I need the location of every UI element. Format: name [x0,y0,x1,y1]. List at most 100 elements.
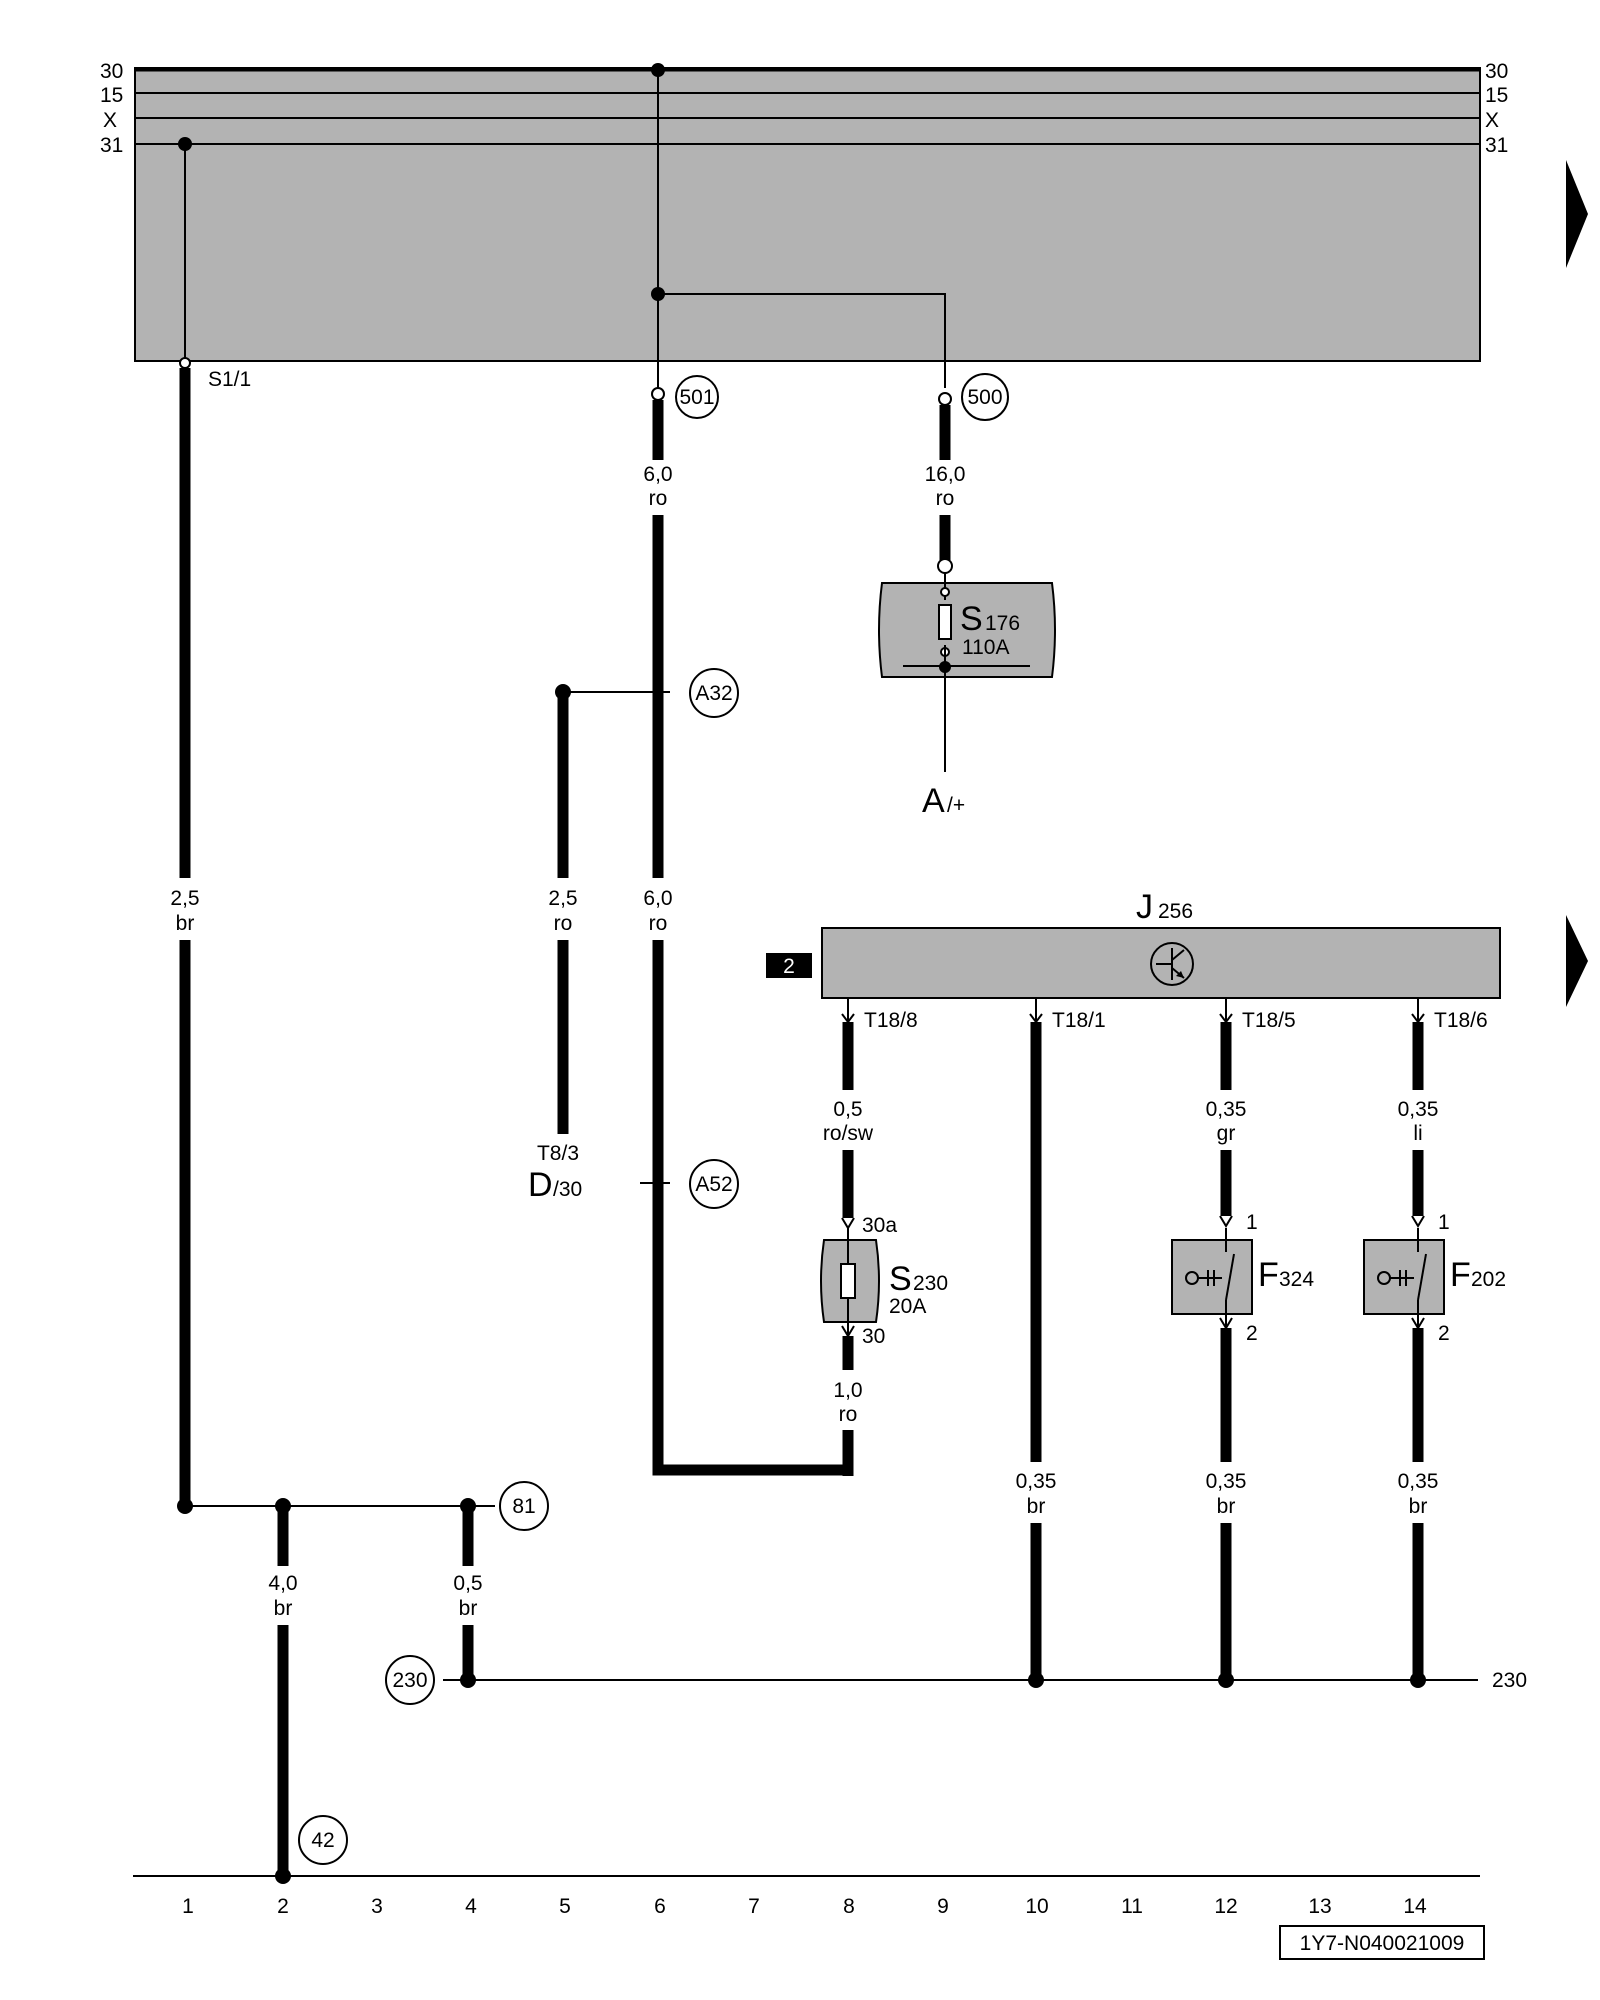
switch-f324-sub: 324 [1279,1268,1314,1291]
terminal-a-sub: /+ [947,794,965,817]
control-unit-badge-label: 2 [783,955,795,978]
wire-12b-size: 0,35 [1206,1470,1247,1493]
pin-label-t18-1: T18/1 [1052,1009,1106,1032]
wire-1-size: 2,5 [170,887,199,910]
track-number: 1 [182,1895,194,1918]
fuse-s176-rating: 110A [962,636,1010,659]
switch-f202-symbol-icon [1377,1228,1427,1326]
track-number: 13 [1308,1895,1331,1918]
ground-point-42-label: 42 [311,1829,334,1852]
track-number: 14 [1403,1895,1427,1918]
j256-pin-stubs [841,998,1425,1024]
rail-label-x-left: X [103,109,117,132]
connector-label-s1-1: S1/1 [208,368,251,391]
switch-f324-symbol-icon [1185,1228,1235,1326]
connector-t8-3: T8/3 [537,1142,579,1165]
track-number: 5 [559,1895,571,1918]
wire-14a-size: 0,35 [1398,1098,1439,1121]
control-unit-j256-letter: J [1136,888,1153,926]
wire-6b-color: ro [649,912,668,935]
fuse-s230-sub: 230 [913,1272,948,1295]
track-numbers: 1 2 3 4 5 6 7 8 9 10 11 12 13 14 [182,1895,1427,1918]
component-d30-letter: D [528,1166,553,1204]
track-number: 9 [937,1895,949,1918]
wire-8a-size: 0,5 [833,1098,862,1121]
switch-f324-pin2: 2 [1246,1322,1258,1345]
diagram-id: 1Y7-N040021009 [1300,1932,1465,1955]
wire-14b-size: 0,35 [1398,1470,1439,1493]
wire-12a-color: gr [1217,1122,1236,1145]
pin-label-t18-5: T18/5 [1242,1009,1296,1032]
fuse-s176-symbol [938,604,952,640]
pin-500 [938,392,952,406]
wire-10-color: br [1027,1495,1046,1518]
switch-f202-sub: 202 [1471,1268,1506,1291]
supply-rails [135,68,1480,145]
fuse-block-s176 [878,582,1056,678]
wire-8b-color: ro [839,1403,858,1426]
pin-501 [651,387,665,401]
relay-panel [134,67,1481,362]
rail-labels-right: 30 15 X 31 [1485,60,1508,157]
panel-internal-wiring [178,63,946,388]
ground-point-42 [298,1815,348,1865]
track-number: 8 [843,1895,855,1918]
track-number: 10 [1025,1895,1048,1918]
ground-point-81-label: 81 [512,1495,535,1518]
fuse-s176-sub: 176 [985,612,1020,635]
wire-14a-color: li [1413,1122,1422,1145]
switch-f202-pin2: 2 [1438,1322,1450,1345]
junction-a52-label: A52 [695,1173,732,1196]
wire-12b-color: br [1217,1495,1236,1518]
electronic-symbol-icon [1150,942,1194,986]
wire-8a-color: ro/sw [823,1122,874,1145]
fuse-s230-rating: 20A [889,1295,926,1318]
wire-5-size: 2,5 [548,887,577,910]
rail-label-31-right: 31 [1485,134,1508,157]
wire-12a-size: 0,35 [1206,1098,1247,1121]
control-unit-j256-sub: 256 [1158,900,1193,923]
junction-a32 [689,668,739,718]
component-d30-sub: /30 [553,1178,582,1201]
switch-f202-letter: F [1450,1256,1471,1294]
junction-a52 [689,1159,739,1209]
ground-point-230 [385,1655,435,1705]
rail-labels-left: 30 15 X 31 [100,60,123,157]
control-unit-badge [766,953,812,978]
wire-14b-color: br [1409,1495,1428,1518]
rail-label-30-right: 30 [1485,60,1508,83]
fuse-s230-symbol [840,1263,856,1299]
fuse-s230-pin-out: 30 [862,1325,885,1348]
track-number: 11 [1121,1895,1143,1918]
junction-a32-label: A32 [695,682,732,705]
track-number: 2 [277,1895,289,1918]
wire-6b-size: 6,0 [643,887,672,910]
track-number: 6 [654,1895,666,1918]
fuse-s176-letter: S [960,600,983,638]
wire-5-color: ro [554,912,573,935]
track-number: 3 [371,1895,383,1918]
wire-4-color: br [459,1597,478,1620]
wire-9-color: ro [936,487,955,510]
track-number: 12 [1214,1895,1237,1918]
terminal-a-letter: A [922,782,945,820]
track-number: 7 [748,1895,760,1918]
track-number: 4 [465,1895,477,1918]
wire-1-color: br [176,912,195,935]
switch-f324-pin1: 1 [1246,1211,1258,1234]
fuse-s230-pin-in: 30a [862,1214,897,1237]
connector-500-label: 500 [967,386,1002,409]
rail-label-15-left: 15 [100,84,123,107]
pin-label-t18-6: T18/6 [1434,1009,1488,1032]
connector-501-label: 501 [679,386,714,409]
ground-line-label: 230 [1492,1669,1527,1692]
continuation-arrow-middle [1566,915,1588,1007]
rail-label-31-left: 31 [100,134,123,157]
wire-10-size: 0,35 [1016,1470,1057,1493]
diagram-id-box [1279,1925,1485,1960]
fuse-s230-letter: S [889,1260,912,1298]
ground-point-81 [499,1481,549,1531]
rail-label-15-right: 15 [1485,84,1508,107]
connector-501 [675,375,719,419]
